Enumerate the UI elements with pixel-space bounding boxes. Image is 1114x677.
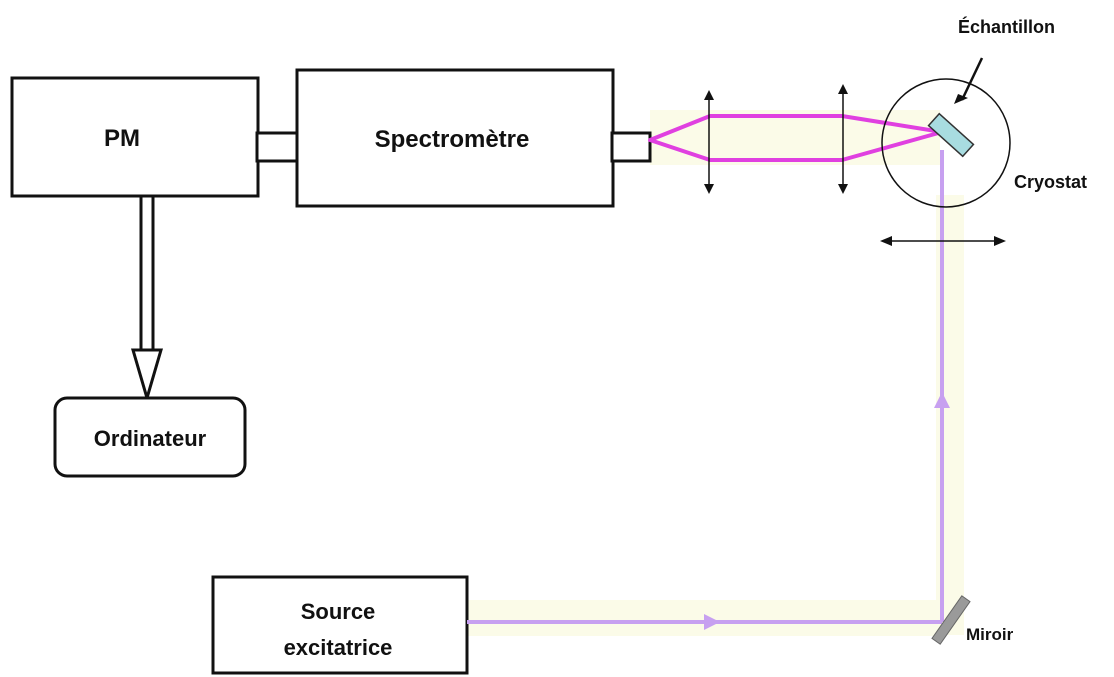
data-transfer-arrow — [131, 196, 163, 404]
computer-box: Ordinateur — [53, 396, 247, 478]
lens-2 — [838, 84, 848, 194]
pm-spectrometer-connector — [255, 131, 299, 163]
cryostat-label: Cryostat — [1014, 172, 1087, 192]
lens-1 — [704, 90, 714, 194]
spectrometer-label: Spectromètre — [375, 126, 530, 153]
mirror — [931, 595, 971, 645]
sample-pointer-arrow — [954, 57, 984, 104]
pm-box: PM — [10, 76, 260, 198]
source-label-line2: excitatrice — [284, 635, 393, 660]
source-box: Source excitatrice — [211, 575, 469, 675]
spectrometer-entrance — [610, 131, 652, 163]
source-label-line1: Source — [301, 599, 376, 624]
sample-label: Échantillon — [958, 16, 1055, 37]
computer-label: Ordinateur — [94, 426, 207, 451]
mirror-label: Miroir — [966, 625, 1014, 644]
pm-label: PM — [104, 125, 140, 152]
cryostat-circle — [881, 78, 1011, 208]
sample-plate — [927, 112, 975, 158]
spectrometer-box: Spectromètre — [295, 68, 615, 208]
excitation-beam — [467, 150, 950, 630]
translation-arrow — [880, 236, 1006, 246]
